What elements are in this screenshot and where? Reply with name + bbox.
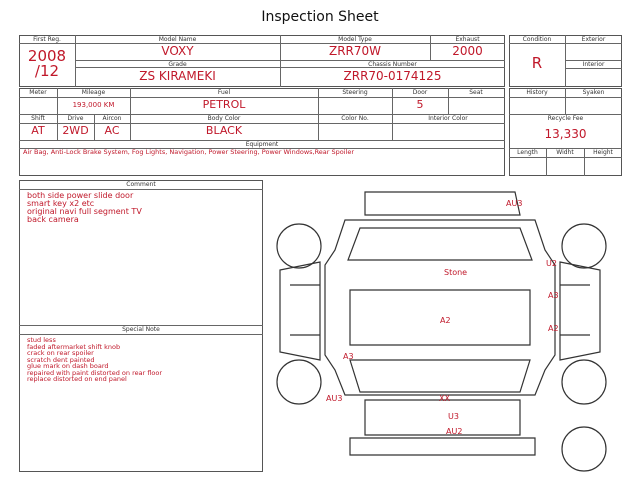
grade-label: Grade (168, 61, 187, 68)
model-name-label: Model Name (158, 36, 197, 43)
aircon: AC (104, 124, 120, 137)
condition-grade: R (531, 54, 543, 72)
meter-label: Meter (29, 89, 47, 96)
comment-line: both side power slide door (27, 191, 134, 200)
body-color-label: Body Color (207, 115, 241, 122)
drive: 2WD (62, 124, 89, 137)
body-color: BLACK (205, 124, 243, 137)
damage-rear-glass: XX (439, 394, 450, 403)
fuel-label: Fuel (217, 89, 231, 96)
note-line: crack on rear spoiler (27, 349, 94, 357)
recycle-fee: 13,330 (544, 127, 587, 141)
damage-right-front-fender: U2 (546, 259, 557, 268)
note-line: stud less (27, 336, 56, 344)
aircon-label: Aircon (102, 115, 122, 122)
note-line: glue mark on dash board (27, 362, 109, 370)
condition-label: Condition (522, 36, 552, 43)
recycle-fee-label: Recycle Fee (547, 115, 584, 122)
model-type-label: Model Type (338, 36, 372, 43)
damage-front-bumper: AU3 (506, 199, 523, 208)
model-name: VOXY (161, 44, 194, 58)
comment-line: original navi full segment TV (27, 207, 142, 216)
damage-right-rear-door: A2 (548, 324, 559, 333)
door-count: 5 (416, 98, 424, 111)
special-note-text: stud less faded aftermarket shift knob c… (27, 337, 162, 383)
damage-rear-bumper: AU2 (446, 427, 463, 436)
shift-label: Shift (31, 115, 45, 122)
chassis-label: Chassis Number (368, 61, 417, 68)
comment-label: Comment (126, 181, 156, 188)
door-label: Door (412, 89, 428, 96)
comment-line: smart key x2 etc (27, 199, 95, 208)
length-label: Length (517, 149, 538, 156)
note-line: faded aftermarket shift knob (27, 342, 121, 351)
first-reg-month: /12 (34, 62, 60, 80)
special-note-label: Special Note (122, 326, 160, 333)
syaken-label: Syaken (582, 89, 605, 96)
seat-label: Seat (469, 89, 483, 96)
steering-label: Steering (342, 89, 368, 96)
wheels (276, 223, 607, 472)
damage-back-door: U3 (448, 412, 459, 421)
color-no-label: Color No. (341, 115, 369, 122)
note-line: scratch dent painted (27, 355, 95, 364)
exhaust-label: Exhaust (455, 36, 480, 43)
fuel: PETROL (202, 98, 246, 111)
interior-color-label: Interior Color (428, 115, 468, 122)
width-label: Widht (556, 149, 574, 156)
car-outline (279, 191, 601, 456)
mileage-label: Mileage (81, 89, 106, 96)
model-type: ZRR70W (328, 44, 382, 58)
equipment-label: Equipment (245, 141, 279, 148)
first-reg-year: 2008 (27, 47, 67, 65)
exterior-label: Exterior (581, 36, 606, 43)
damage-left-rear-door: A3 (343, 352, 354, 361)
page-title: Inspection Sheet (261, 9, 379, 25)
comment-line: back camera (27, 215, 79, 224)
history-label: History (526, 89, 548, 96)
chassis-number: ZRR70-0174125 (343, 69, 442, 83)
grade: ZS KIRAMEKI (139, 69, 216, 83)
note-line: repaired with paint distorted on rear fl… (27, 368, 163, 377)
shift: AT (31, 124, 45, 137)
exhaust: 2000 (452, 44, 483, 58)
height-label: Height (593, 149, 613, 156)
drive-label: Drive (67, 115, 84, 122)
first-reg-label: First Reg. (33, 36, 61, 43)
equipment-list: Air Bag, Anti-Lock Brake System, Fog Lig… (23, 148, 355, 156)
interior-label: Interior (582, 61, 605, 68)
mileage: 193,000 KM (72, 101, 115, 109)
damage-left-rear-quarter: AU3 (326, 394, 343, 403)
note-line: replace distorted on end panel (27, 375, 127, 383)
damage-hood: Stone (444, 268, 468, 277)
damage-roof: A2 (440, 316, 451, 325)
comment-text: both side power slide door smart key x2 … (27, 192, 142, 224)
damage-right-front-door: A3 (548, 291, 559, 300)
